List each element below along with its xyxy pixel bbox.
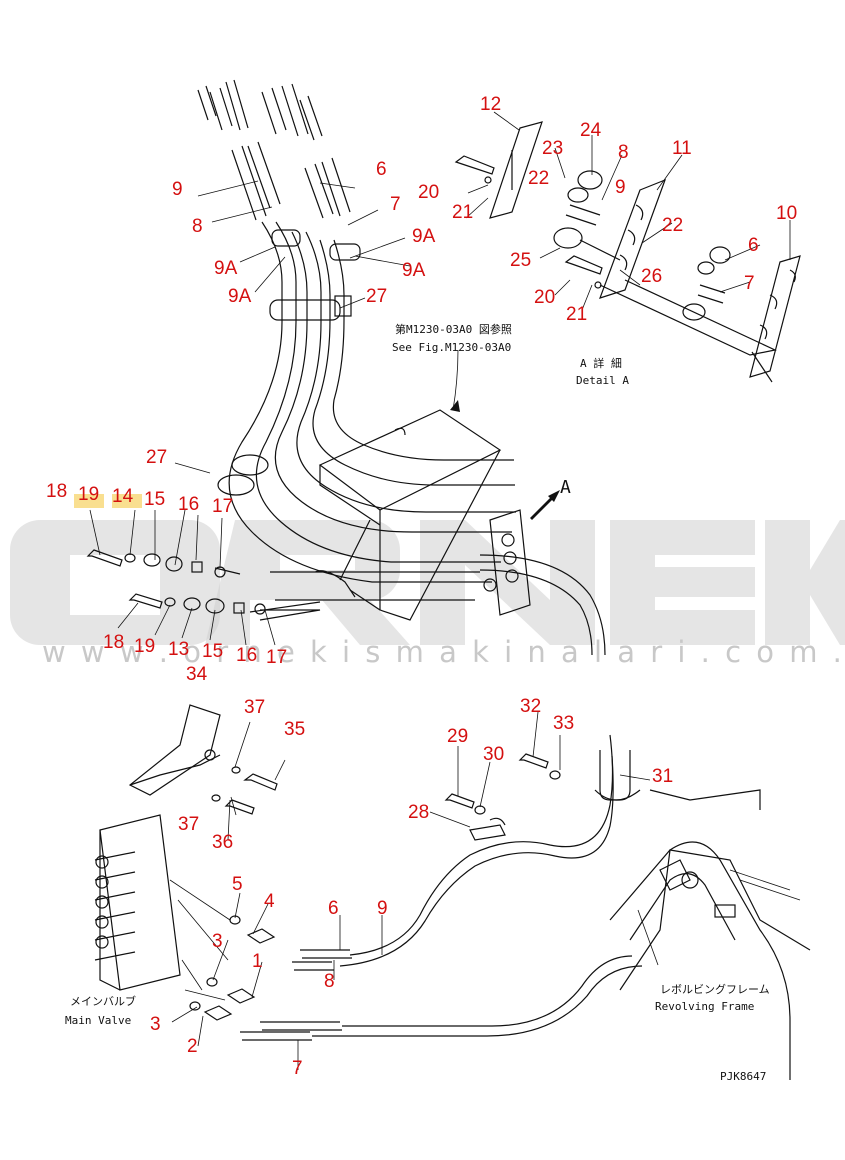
- callout: 7: [390, 194, 401, 215]
- callout: 32: [520, 696, 541, 717]
- bracket-cover: [214, 409, 531, 621]
- callout: 19: [134, 636, 155, 657]
- callout: 15: [144, 489, 165, 510]
- notes: 第M1230-03A0 図参照 See Fig.M1230-03A0 A 詳 細…: [65, 322, 770, 1083]
- callout: 21: [452, 202, 473, 223]
- callout: 3: [212, 931, 223, 952]
- main-valve: [94, 814, 231, 1001]
- callout: 9: [615, 177, 626, 198]
- callout: 11: [672, 138, 692, 159]
- callout: 33: [553, 713, 574, 734]
- callout: 37: [178, 814, 199, 835]
- callout: 20: [418, 182, 439, 203]
- callout: 9: [377, 898, 388, 919]
- callout: 36: [212, 832, 233, 853]
- drawing-code: PJK8647: [720, 1070, 766, 1083]
- callout: 23: [542, 138, 563, 159]
- callouts: 12 24 23 8 11 22 9 20 21 25 22 6 10 7 26…: [46, 94, 797, 1079]
- callout: 9A: [214, 258, 238, 279]
- callout: 27: [146, 447, 167, 468]
- callout: 31: [652, 766, 673, 787]
- callout: 37: [244, 697, 265, 718]
- highlight-14: [112, 494, 142, 508]
- lower-hoses: [189, 734, 643, 1041]
- lower-bracket: [128, 704, 278, 815]
- callout: 35: [284, 719, 305, 740]
- callout: 24: [580, 120, 602, 141]
- callout: 18: [103, 632, 124, 653]
- callout: 27: [366, 286, 387, 307]
- callout: 22: [528, 168, 549, 189]
- callout: 34: [186, 664, 208, 685]
- callout: 6: [328, 898, 339, 919]
- callout: 16: [178, 494, 199, 515]
- callout: 7: [292, 1058, 303, 1079]
- callout: 16: [236, 645, 257, 666]
- callout: 2: [187, 1036, 198, 1057]
- callout: 30: [483, 744, 504, 765]
- callout: 29: [447, 726, 468, 747]
- revolving-frame: [609, 789, 811, 1080]
- callout: 1: [252, 951, 263, 972]
- leader-lines: [89, 111, 791, 1070]
- fastener-sets: [86, 549, 266, 615]
- callout: 18: [46, 481, 67, 502]
- upper-hose-bundle: [197, 79, 606, 656]
- detail-a: [454, 121, 801, 383]
- see-fig-arrow: [450, 400, 460, 412]
- callout: 12: [480, 94, 501, 115]
- callout: 8: [324, 971, 335, 992]
- watermark: w w w . o r n e k i s m a k i n a l a r …: [10, 520, 845, 669]
- callout: 13: [168, 639, 189, 660]
- callout: 8: [192, 216, 203, 237]
- watermark-url: w w w . o r n e k i s m a k i n a l a r …: [42, 635, 845, 669]
- see-fig-en: See Fig.M1230-03A0: [392, 341, 511, 354]
- detail-a-en: Detail A: [576, 374, 629, 387]
- callout: 25: [510, 250, 531, 271]
- callout: 9A: [412, 226, 436, 247]
- see-fig-jp: 第M1230-03A0 図参照: [395, 322, 512, 336]
- callout: 22: [662, 215, 683, 236]
- callout: 6: [748, 235, 759, 256]
- callout: 10: [776, 203, 797, 224]
- callout: 9: [172, 179, 183, 200]
- highlight-19: [74, 494, 104, 508]
- watermark-logo: [10, 520, 845, 645]
- callout: 17: [266, 647, 287, 668]
- callout: 15: [202, 641, 223, 662]
- callout: 6: [376, 159, 387, 180]
- callout: 4: [264, 891, 275, 912]
- view-a-arrow: [530, 490, 560, 520]
- callout: 8: [618, 142, 629, 163]
- callout: 17: [212, 496, 233, 517]
- detail-a-jp: A 詳 細: [580, 356, 622, 370]
- callout: 9A: [228, 286, 252, 307]
- frame-en: Revolving Frame: [655, 1000, 754, 1013]
- callout: 21: [566, 304, 587, 325]
- frame-jp: レボルビングフレーム: [660, 982, 770, 996]
- callout: 20: [534, 287, 555, 308]
- callout: 7: [744, 273, 755, 294]
- callout: 9A: [402, 260, 426, 281]
- callout: 26: [641, 266, 662, 287]
- callout: 3: [150, 1014, 161, 1035]
- callout: 28: [408, 802, 429, 823]
- view-a-label: A: [560, 477, 571, 498]
- main-valve-en: Main Valve: [65, 1014, 131, 1027]
- callout: 5: [232, 874, 243, 895]
- callout-highlighted: 14: [112, 486, 134, 507]
- main-valve-jp: メインバルブ: [70, 994, 136, 1008]
- callout-highlighted: 19: [78, 484, 99, 505]
